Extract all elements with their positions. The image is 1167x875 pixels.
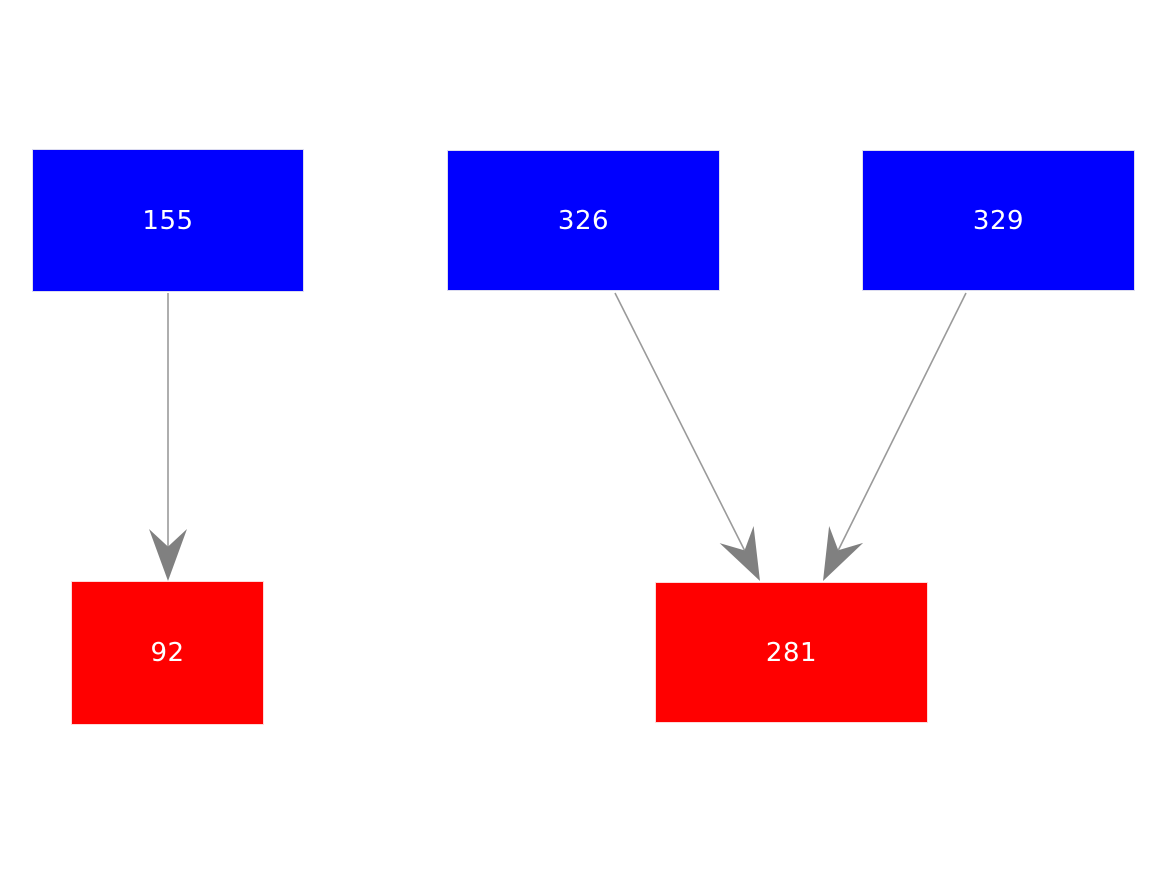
node-155[interactable]: 155	[32, 149, 304, 292]
node-label: 329	[972, 205, 1025, 236]
arrow-head-icon-329-to-281	[823, 525, 864, 581]
edges-group	[149, 292, 967, 581]
node-326[interactable]: 326	[447, 150, 720, 291]
edge-line-326-to-281	[614, 292, 746, 551]
node-92[interactable]: 92	[71, 581, 264, 725]
node-281[interactable]: 281	[655, 582, 928, 723]
node-329[interactable]: 329	[862, 150, 1135, 291]
node-label: 326	[557, 205, 610, 236]
arrow-head-icon-326-to-281	[719, 526, 760, 581]
node-label: 155	[142, 205, 194, 236]
arrow-head-icon-155-to-92	[149, 529, 187, 581]
node-label: 281	[765, 637, 818, 668]
node-label: 92	[150, 638, 185, 668]
edge-line-329-to-281	[837, 292, 967, 551]
